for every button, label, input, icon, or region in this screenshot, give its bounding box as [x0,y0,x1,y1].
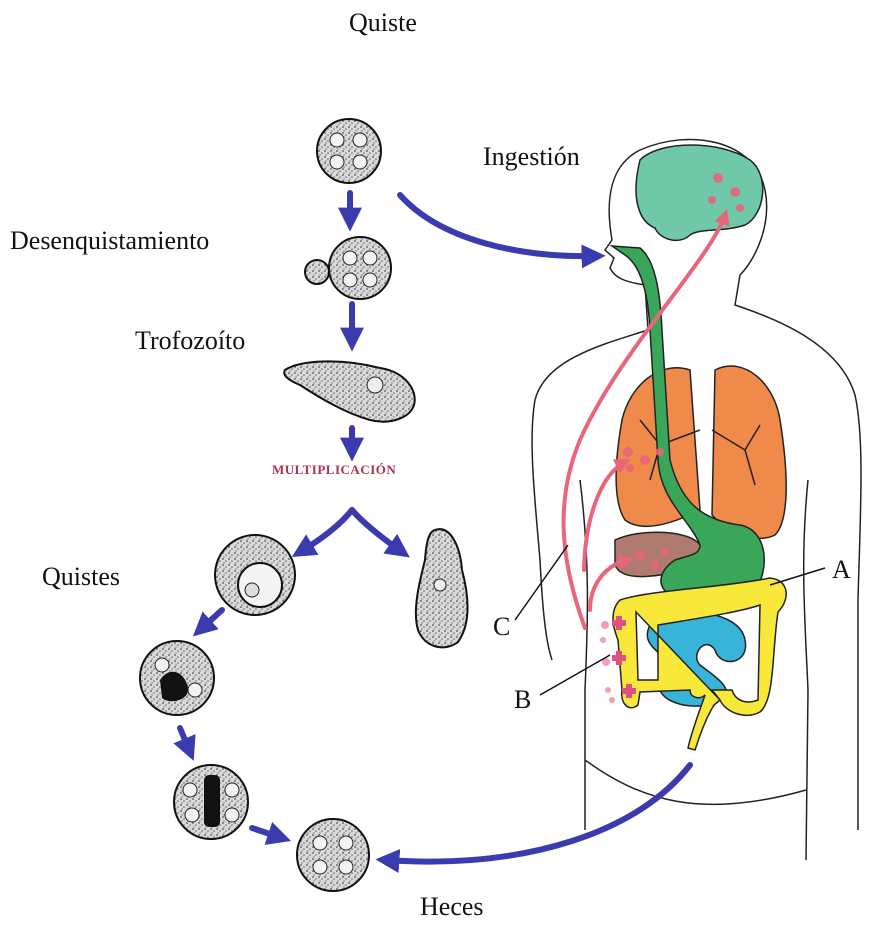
label-trofozoito: Trofozoíto [135,326,245,356]
arrow-bin-to-tetra [180,728,190,752]
cyst-tetranucleate-chromatoid [174,765,248,839]
cyst-top [317,119,381,183]
label-ingestion: Ingestión [483,142,580,172]
callout-a-line [770,568,825,585]
arrow-tetra-to-feces [252,828,282,838]
label-multiplicacion: MULTIPLICACIÓN [272,462,396,478]
arrow-excretion [385,765,690,862]
label-quiste: Quiste [349,8,417,38]
waist-line [585,760,806,804]
label-quistes: Quistes [42,562,120,592]
callout-c-line [515,545,568,620]
trophozoite-elongated [416,529,468,647]
quiste-young [215,535,295,615]
cyst-binucleate [140,641,214,715]
right-arm-line [804,480,808,860]
excysting-cyst [305,237,391,299]
label-b: B [514,685,531,715]
arrow-split-right [352,510,402,552]
cycle-arrows [180,193,690,862]
label-desenquistamiento: Desenquistamiento [10,226,209,256]
label-a: A [832,555,851,585]
lesion-dots [600,621,615,703]
label-heces: Heces [420,892,484,922]
callout-b-line [540,655,610,695]
arrow-quiste-to-bin [200,610,222,630]
cyst-in-feces [297,819,369,891]
arrow-split-left [300,510,352,552]
trophozoite [284,361,414,421]
arrow-ingestion [400,195,596,256]
label-c: C [493,612,510,642]
brain [636,145,763,240]
lung-right [712,366,786,538]
